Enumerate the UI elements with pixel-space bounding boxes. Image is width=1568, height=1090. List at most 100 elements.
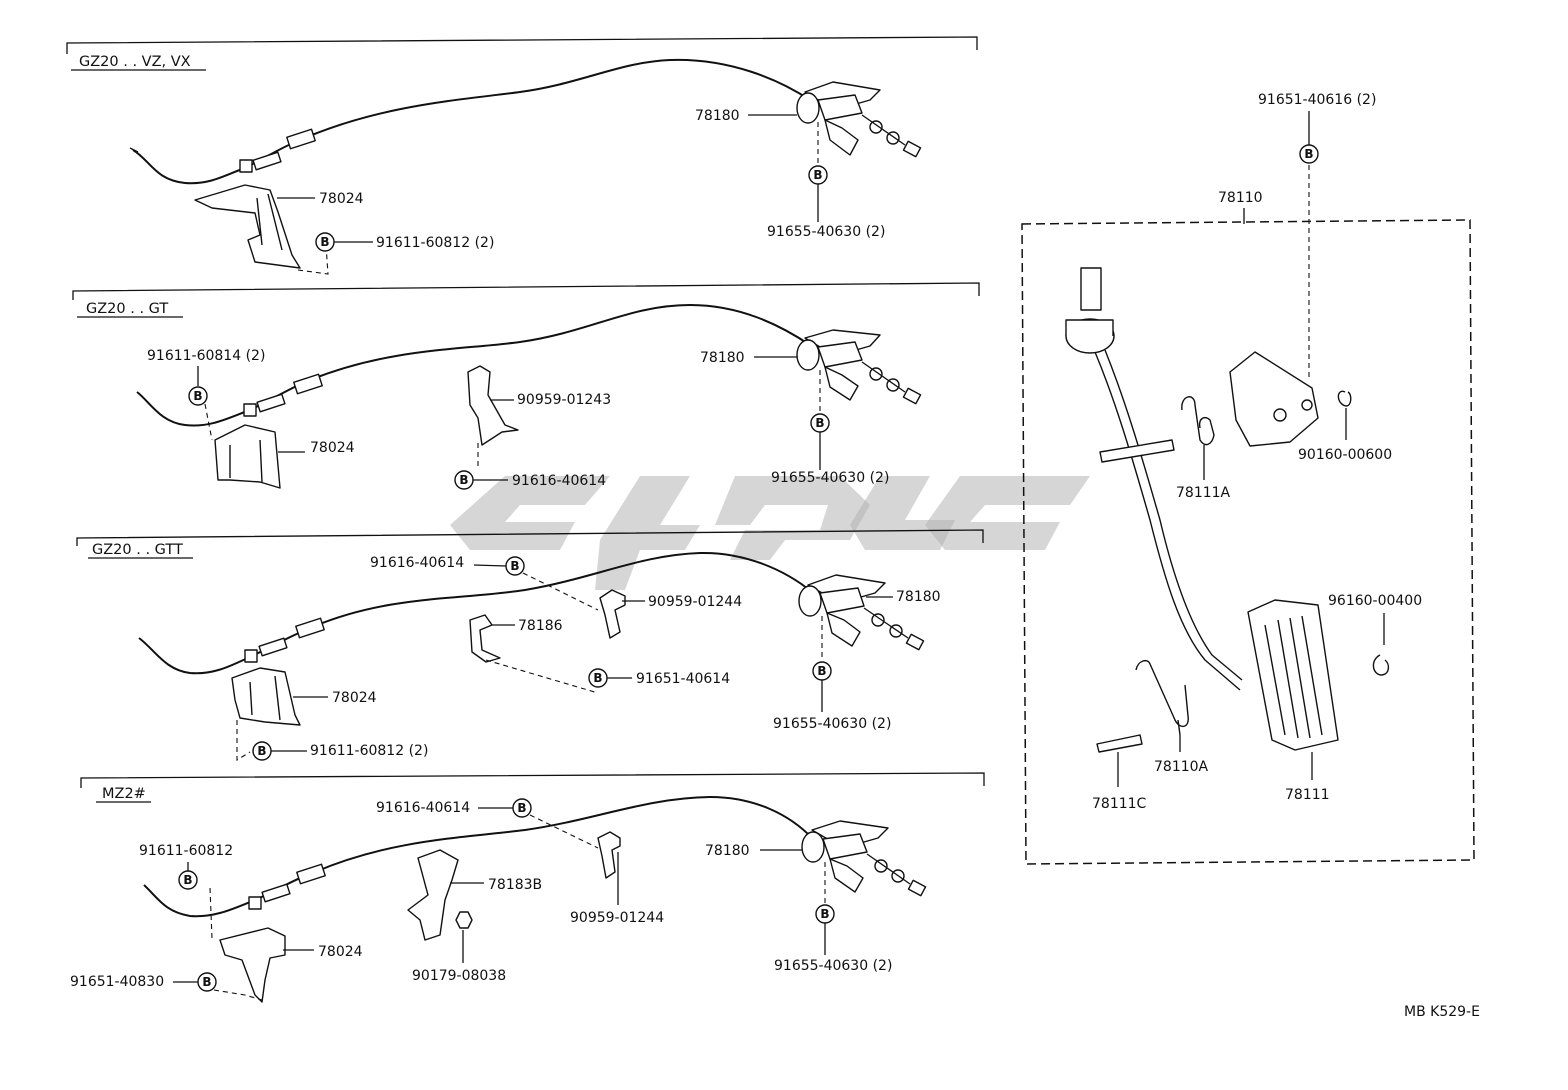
bolt-marker: B [197, 972, 217, 992]
clip-90959-01244 [597, 831, 621, 879]
bracket-78024 [214, 424, 281, 489]
svg-text:78024: 78024 [319, 191, 364, 207]
section-2-parts: 91611-60814 (2) B 78024 90959-01243 B 91… [136, 303, 922, 490]
svg-text:B: B [320, 235, 329, 249]
spring-78110A [1135, 659, 1189, 736]
bolt-marker: B [188, 386, 208, 406]
bolt-marker: B [810, 413, 830, 433]
bolt-marker: B [252, 741, 272, 761]
svg-text:B: B [820, 907, 829, 921]
bolt-marker: B [178, 870, 198, 890]
svg-text:91611-60812 (2): 91611-60812 (2) [376, 235, 494, 251]
svg-text:91651-40616 (2): 91651-40616 (2) [1258, 92, 1376, 108]
svg-text:B: B [1304, 147, 1313, 161]
pedal-arm-top [1080, 267, 1102, 311]
accelerator-cable [143, 795, 813, 918]
section-label: MZ2# [102, 786, 146, 802]
bolt-marker: B [512, 798, 532, 818]
svg-text:78110: 78110 [1218, 190, 1263, 206]
svg-text:91616-40614: 91616-40614 [512, 473, 606, 489]
diagram-code: MB K529-E [1404, 1004, 1480, 1020]
pedal-bracket [1229, 351, 1319, 447]
bolt-marker: B [1299, 144, 1319, 164]
svg-text:90959-01243: 90959-01243 [517, 392, 611, 408]
svg-text:91655-40630 (2): 91655-40630 (2) [771, 470, 889, 486]
clip-90959-01244 [599, 589, 626, 639]
svg-text:B: B [257, 744, 266, 758]
svg-text:B: B [817, 664, 826, 678]
svg-text:91655-40630 (2): 91655-40630 (2) [773, 716, 891, 732]
svg-text:91655-40630 (2): 91655-40630 (2) [767, 224, 885, 240]
bolt-marker: B [812, 661, 832, 681]
clip-90959-01243 [467, 365, 519, 446]
svg-text:B: B [202, 975, 211, 989]
svg-text:78180: 78180 [705, 843, 750, 859]
svg-text:91611-60814 (2): 91611-60814 (2) [147, 348, 265, 364]
bracket-78024 [231, 667, 301, 726]
svg-text:78111C: 78111C [1092, 796, 1147, 812]
svg-text:91651-40830: 91651-40830 [70, 974, 164, 990]
svg-text:78183B: 78183B [488, 877, 542, 893]
bolt-marker: B [454, 470, 474, 490]
pedal-pad-78111 [1247, 599, 1339, 751]
svg-text:B: B [183, 873, 192, 887]
svg-text:B: B [510, 559, 519, 573]
nut-90179-08038 [455, 911, 473, 929]
ring-90160-00600 [1337, 390, 1352, 407]
pin-78111C [1096, 734, 1143, 753]
section-label: GZ20 . . GT [86, 301, 168, 317]
svg-text:B: B [815, 416, 824, 430]
svg-text:78024: 78024 [318, 944, 363, 960]
section-1-parts: 78024 B 91611-60812 (2) 78180 B 91655-40… [129, 58, 922, 275]
pedal-assembly: 91651-40616 (2) B 78110 78111A 90160-006… [1021, 92, 1475, 865]
accelerator-cable [132, 58, 811, 185]
section-4-parts: 91611-60812 B 78024 91651-40830 B 78183B… [70, 795, 927, 1003]
clip-78186 [469, 614, 501, 663]
svg-text:78186: 78186 [518, 618, 563, 634]
section-label: GZ20 . . GTT [92, 542, 183, 558]
svg-text:78111A: 78111A [1176, 485, 1231, 501]
assembly-boundary [1021, 219, 1475, 865]
bracket-78183B [407, 849, 459, 941]
section-3-parts: 78024 B 91611-60812 (2) 91616-40614 B 90… [138, 551, 941, 761]
svg-text:78110A: 78110A [1154, 759, 1209, 775]
section-frame-gz20-vz-vx: GZ20 . . VZ, VX [66, 36, 978, 71]
bolt-marker: B [815, 904, 835, 924]
section-frame-gz20-gt: GZ20 . . GT [72, 282, 980, 318]
svg-text:78180: 78180 [695, 108, 740, 124]
section-frame-gz20-gtt: GZ20 . . GTT [76, 529, 984, 559]
svg-text:91616-40614: 91616-40614 [376, 800, 470, 816]
svg-text:90179-08038: 90179-08038 [412, 968, 506, 984]
svg-text:78111: 78111 [1285, 787, 1330, 803]
svg-text:91611-60812: 91611-60812 [139, 843, 233, 859]
svg-text:90959-01244: 90959-01244 [570, 910, 664, 926]
svg-text:91655-40630 (2): 91655-40630 (2) [774, 958, 892, 974]
bolt-marker: B [808, 165, 828, 185]
bracket-78024 [219, 927, 286, 1003]
svg-text:78180: 78180 [700, 350, 745, 366]
section-label: GZ20 . . VZ, VX [79, 54, 191, 70]
section-frame-mz2: MZ2# [80, 772, 985, 803]
svg-text:91616-40614: 91616-40614 [370, 555, 464, 571]
svg-text:78180: 78180 [896, 589, 941, 605]
accelerator-cable [138, 551, 813, 675]
accelerator-cable [136, 303, 811, 427]
watermark-logo [450, 476, 1090, 590]
bolt-marker: B [588, 668, 608, 688]
bracket-78024 [194, 184, 301, 269]
ring-96160-00400 [1372, 654, 1390, 676]
bolt-marker: B [315, 232, 335, 252]
bolt-marker: B [505, 556, 525, 576]
spring-78111A [1181, 396, 1215, 446]
svg-text:B: B [193, 389, 202, 403]
svg-text:B: B [813, 168, 822, 182]
cable-end-fitting [239, 159, 253, 173]
svg-text:B: B [517, 801, 526, 815]
svg-text:B: B [593, 671, 602, 685]
svg-text:91651-40614: 91651-40614 [636, 671, 730, 687]
svg-text:91611-60812 (2): 91611-60812 (2) [310, 743, 428, 759]
svg-text:90160-00600: 90160-00600 [1298, 447, 1392, 463]
svg-text:78024: 78024 [332, 690, 377, 706]
svg-text:90959-01244: 90959-01244 [648, 594, 742, 610]
